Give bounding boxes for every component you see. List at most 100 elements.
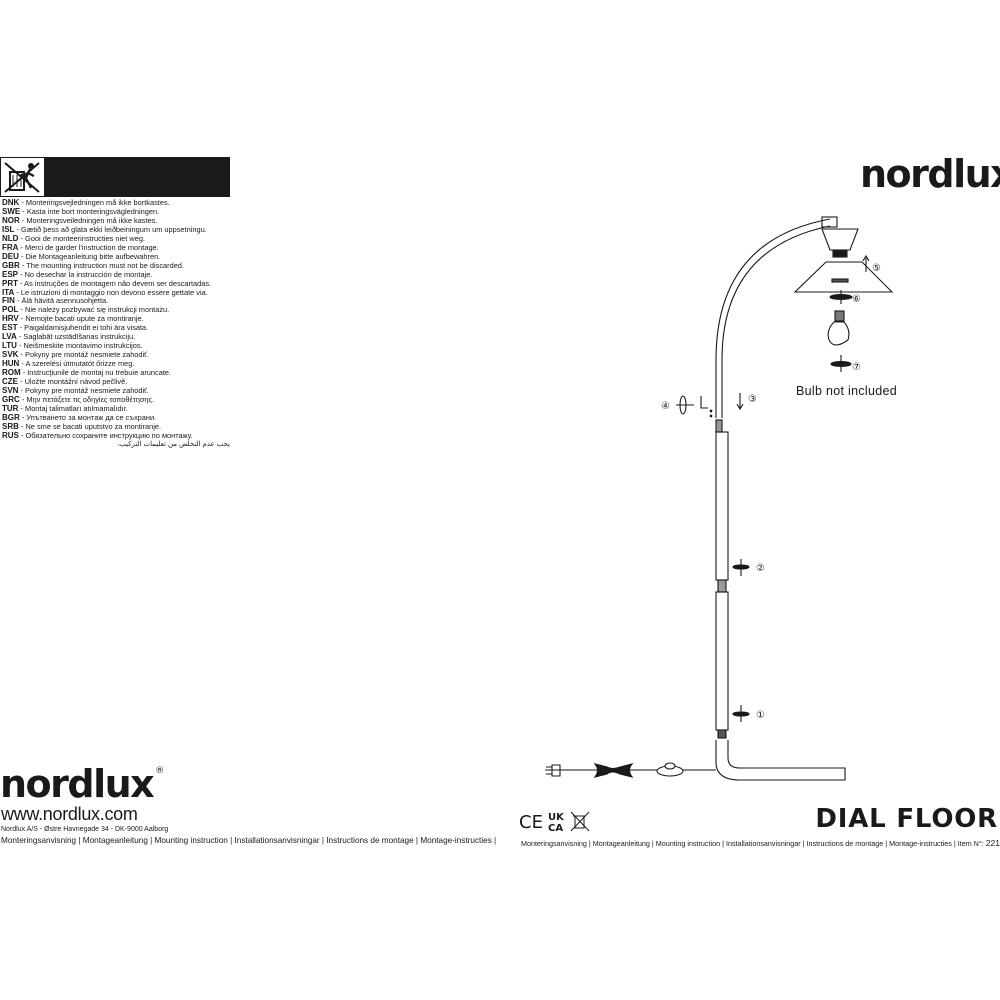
- step-1-label: ①: [756, 710, 765, 721]
- warning-text: Instrucţiunile de montaj nu trebuie arun…: [27, 368, 172, 378]
- warning-text: Montaj talimatları atılmamalıdır.: [25, 403, 128, 413]
- discard-warning-item: SVK - Pokyny pre montáž nesmiete zahodiť…: [2, 350, 149, 360]
- warning-text: Обязательно сохраните инструкцию по монт…: [25, 430, 193, 440]
- ukca-mark-top: UK: [548, 812, 565, 823]
- language-code: HRV: [2, 314, 19, 324]
- connector-bottom: [717, 729, 727, 739]
- crossed-bin-icon: [570, 811, 590, 832]
- bulb-icon: [827, 321, 850, 346]
- discard-warning-item: SWE - Kasta inte bort monteringsvägledni…: [2, 206, 160, 216]
- ukca-mark-bottom: CA: [548, 823, 563, 834]
- discard-warning-item: NLD - Gooi de monteerinstructies niet we…: [2, 233, 145, 243]
- step-3-label: ③: [748, 394, 757, 405]
- language-code: DNK: [2, 198, 20, 207]
- warning-text: Die Montageanleitung bitte aufbewahren.: [25, 251, 161, 261]
- pole-lower: [715, 591, 729, 731]
- warning-text: Gætið þess að glata ekki leiðbeiningum u…: [21, 224, 207, 234]
- bulb-not-included-note: Bulb not included: [796, 384, 898, 398]
- language-code: ESP: [2, 269, 19, 279]
- arc-arm-inner: [721, 225, 831, 418]
- manual-languages-right: Monteringsanvisning | Montageanleitung |…: [521, 838, 1000, 848]
- language-code: ISL: [2, 224, 15, 234]
- warning-text: Kasta inte bort monteringsvägledningen.: [26, 206, 160, 216]
- language-code: GBR: [2, 260, 20, 270]
- certification-marks: CE UK CA: [519, 810, 591, 839]
- discard-warning-item: BGR - Упътването за монтаж да се съхрани…: [2, 412, 157, 422]
- language-code: TUR: [2, 403, 19, 413]
- manual-languages-left: Monteringsanvisning | Montageanleitung |…: [1, 836, 497, 845]
- warning-text: Упътването за монтаж да се съхрани.: [26, 412, 157, 422]
- warning-text: Pokyny pre montáž nesmiete zahodiť.: [25, 350, 149, 360]
- warning-text: Le istruzioni di montaggio non devono es…: [20, 287, 208, 297]
- discard-warning-item: FRA - Merci de garder l'instruction de m…: [2, 242, 159, 252]
- website-link[interactable]: www.nordlux.com: [1, 804, 138, 824]
- step-2-label: ②: [756, 563, 765, 574]
- discard-warning-item: LVA - Saglabāt uzstādīšanas instrukciju.: [2, 332, 136, 342]
- step-6-label: ⑥: [852, 294, 861, 305]
- discard-warning-item: CZE - Uložte montážní návod pečlivě.: [2, 377, 128, 387]
- language-code: ROM: [2, 368, 21, 378]
- item-number: 221339: [985, 838, 1000, 848]
- warning-text: Älä hävitä asennusohjetta.: [21, 296, 109, 306]
- discard-warning-item: FIN - Älä hävitä asennusohjetta.: [2, 296, 109, 306]
- product-title: DIAL FLOOR: [815, 804, 998, 834]
- step-4-label: ④: [661, 401, 670, 412]
- language-code: FIN: [2, 296, 15, 306]
- cord-connector: [593, 763, 634, 778]
- discard-warning-item: LTU - Neišmeskite montavimo instrukcijos…: [2, 341, 143, 351]
- language-code: LVA: [2, 332, 17, 342]
- discard-warning-arabic: يجب عدم التخلص من تعليمات التركيب.: [117, 440, 230, 448]
- connector-top: [715, 419, 723, 433]
- discard-warning-item: ISL - Gætið þess að glata ekki leiðbeini…: [2, 224, 207, 234]
- step-5-label: ⑤: [872, 263, 881, 274]
- discard-warning-item: ITA - Le istruzioni di montaggio non dev…: [2, 287, 208, 297]
- discard-warning-item: TUR - Montaj talimatları atılmamalıdır.: [2, 403, 128, 413]
- warning-text: Nemojte bacati upute za montiranje.: [25, 314, 144, 324]
- discard-warning-item: POL - Nie należy pozbywać się instrukcji…: [2, 305, 170, 315]
- language-code: SVN: [2, 386, 19, 396]
- language-code: SVK: [2, 350, 19, 360]
- warning-text: Monteringsvejledningen må ikke bortkaste…: [25, 198, 170, 207]
- discard-warning-item: GRC - Μην πετάξετε τις οδηγίες τοποθέτησ…: [2, 394, 155, 404]
- warning-text: Merci de garder l'instruction de montage…: [25, 242, 159, 252]
- warning-text: Ne sme se bacati uputstvo za montiranje.: [25, 421, 162, 431]
- step-7-label: ⑦: [852, 362, 861, 373]
- discard-warning-item: SVN - Pokyny pre montáž nesmiete zahodiť…: [2, 386, 149, 396]
- nordlux-logo: nordlux®: [860, 152, 1000, 196]
- language-code: CZE: [2, 377, 18, 387]
- warning-text: As instruções de montagem não devem ser …: [24, 278, 212, 288]
- language-code: FRA: [2, 242, 19, 252]
- discard-warning-item: HRV - Nemojte bacati upute za montiranje…: [2, 314, 144, 324]
- l-key-icon: [700, 396, 708, 409]
- language-code: SWE: [2, 206, 21, 216]
- manual-languages-text: Monteringsanvisning | Montageanleitung |…: [521, 839, 984, 848]
- warning-text: No desechar la instrucción de montaje.: [24, 269, 153, 279]
- language-code: RUS: [2, 430, 19, 440]
- discard-warning-list: DNK - Monteringsvejledningen må ikke bor…: [2, 198, 242, 450]
- discard-warning-item: ROM - Instrucţiunile de montaj nu trebui…: [2, 368, 172, 378]
- warning-text: The mounting instruction must not be dis…: [26, 260, 184, 270]
- shade-ring: [831, 278, 849, 283]
- nordlux-logo-footer: nordlux®: [0, 762, 165, 806]
- arc-arm: [715, 218, 831, 418]
- lamp-shade: [793, 261, 894, 293]
- discard-warning-item: DEU - Die Montageanleitung bitte aufbewa…: [2, 251, 161, 261]
- language-code: EST: [2, 323, 18, 333]
- language-code: SRB: [2, 421, 19, 431]
- warning-text: Saglabāt uzstādīšanas instrukciju.: [23, 332, 136, 342]
- lamp-holder: [821, 228, 859, 251]
- warning-text: Neišmeskite montavimo instrukcijos.: [23, 341, 143, 351]
- discard-warning-item: NOR - Monteringsveiledningen må ikke kas…: [2, 215, 158, 225]
- language-code: HUN: [2, 359, 20, 369]
- do-not-discard-bin-icon: [1, 158, 44, 196]
- arm-end-cap: [821, 216, 838, 228]
- discard-warning-item: HUN - A szerelési útmutatót őrizze meg.: [2, 359, 135, 369]
- discard-warning-item: RUS - Обязательно сохраните инструкцию п…: [2, 430, 193, 440]
- warning-text: Monteringsveiledningen må ikke kastes.: [26, 215, 158, 225]
- warning-text: Paigaldamisjuhendit ei tohi ära visata.: [24, 323, 149, 333]
- language-code: DEU: [2, 251, 19, 261]
- plug-icon: [546, 764, 561, 777]
- connector-mid: [717, 579, 727, 593]
- discard-warning-item: SRB - Ne sme se bacati uputstvo za monti…: [2, 421, 162, 431]
